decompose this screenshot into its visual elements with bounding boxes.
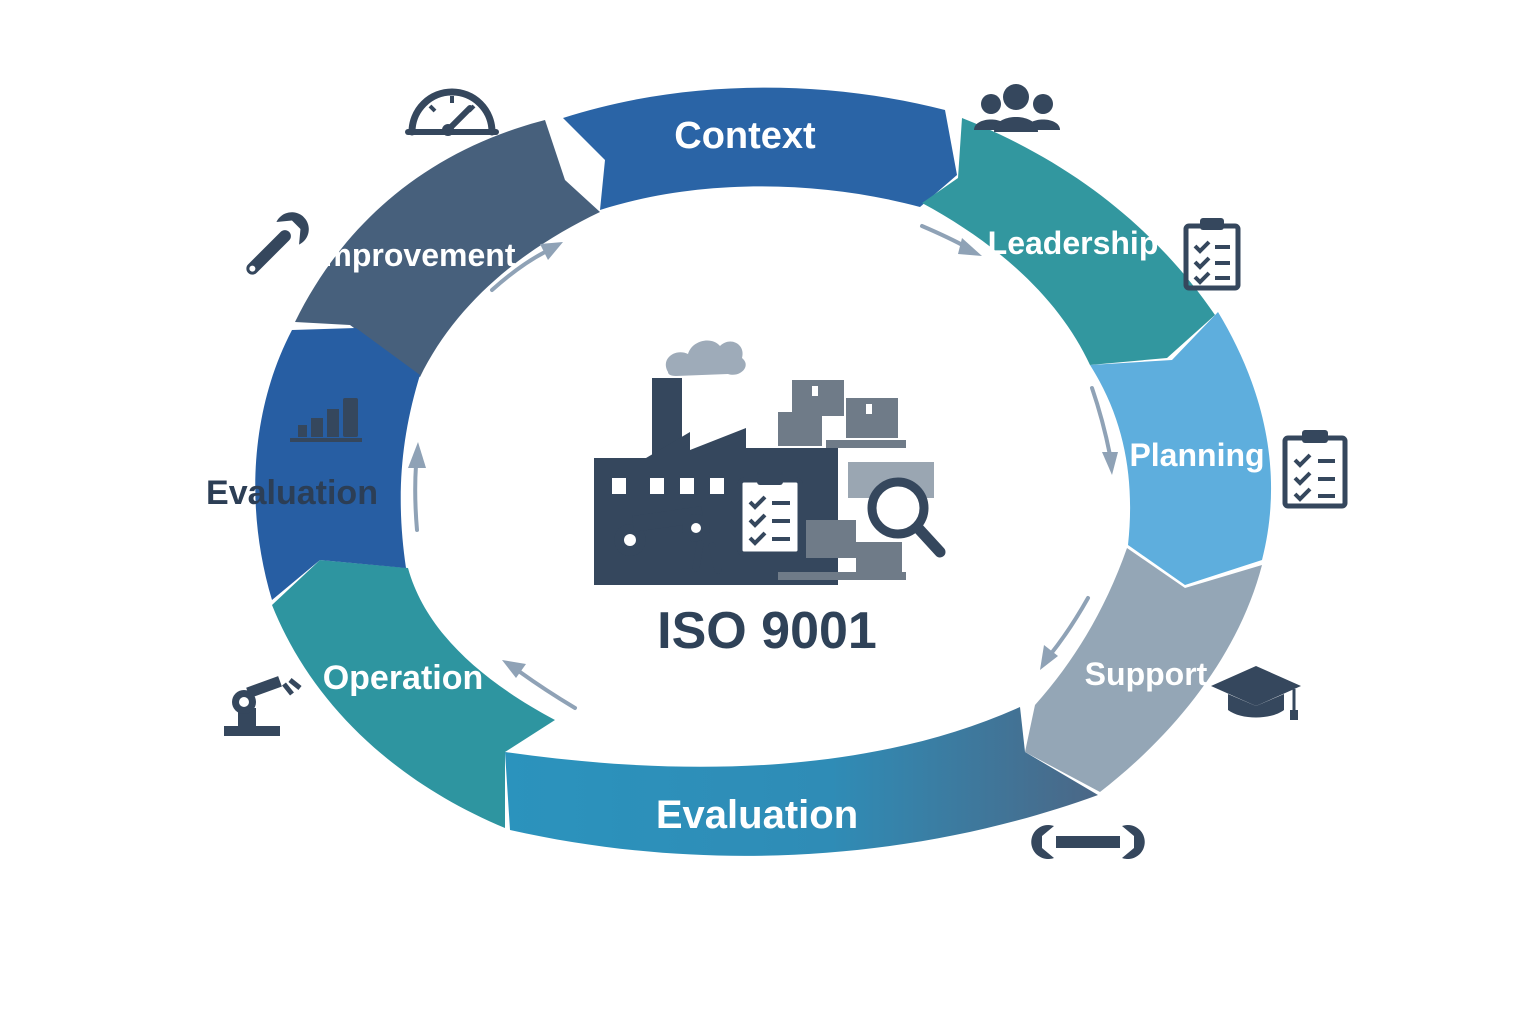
segment-evaluation-left — [255, 328, 420, 600]
segment-support — [1025, 548, 1262, 792]
label-evaluation-bottom: Evaluation — [656, 793, 858, 837]
center-title: ISO 9001 — [657, 602, 877, 660]
boxes-icon — [778, 380, 906, 448]
label-planning: Planning — [1129, 437, 1264, 473]
flow-arrow-left — [413, 463, 419, 532]
robot-arm-icon — [224, 676, 302, 736]
robot-arm-icon — [608, 506, 722, 584]
smoke-icon — [665, 340, 746, 376]
flow-arrow-top-left — [490, 250, 547, 292]
segment-context — [563, 87, 957, 210]
segment-evaluation-bottom — [505, 707, 1098, 856]
label-support: Support — [1085, 656, 1208, 692]
segment-planning — [1090, 312, 1272, 585]
flow-arrows — [408, 224, 1118, 710]
graduation-cap-icon — [1211, 666, 1301, 720]
segment-operation — [272, 560, 555, 828]
segment-leadership — [922, 118, 1215, 365]
flow-arrowhead — [502, 660, 526, 678]
bar-chart-icon — [290, 398, 362, 442]
flow-arrowhead — [1040, 645, 1058, 670]
label-evaluation-left: Evaluation — [206, 474, 378, 512]
factory-illustration — [594, 340, 946, 585]
flow-arrowhead — [540, 242, 563, 260]
clipboard-icon — [737, 472, 803, 557]
gauge-icon — [405, 88, 499, 136]
wrench-icon — [246, 212, 309, 275]
label-operation: Operation — [323, 659, 484, 697]
label-leadership: Leadership — [988, 225, 1159, 261]
wrench-icon — [1031, 825, 1145, 859]
clipboard-icon — [1282, 430, 1348, 509]
flow-arrow-bottom-left — [518, 670, 577, 710]
label-improvement: Improvement — [315, 237, 516, 273]
people-icon — [974, 84, 1060, 132]
clipboard-icon — [1183, 218, 1241, 291]
boxes-icon — [778, 520, 906, 580]
flow-arrow-right — [1090, 386, 1112, 457]
flow-arrowhead — [1102, 452, 1118, 475]
segment-improvement — [295, 120, 600, 377]
flow-arrow-bottom-right — [1048, 596, 1090, 657]
magnifier-icon — [867, 477, 946, 558]
flow-arrowhead — [958, 238, 982, 256]
flow-arrowhead — [408, 442, 426, 468]
label-context: Context — [674, 115, 816, 157]
